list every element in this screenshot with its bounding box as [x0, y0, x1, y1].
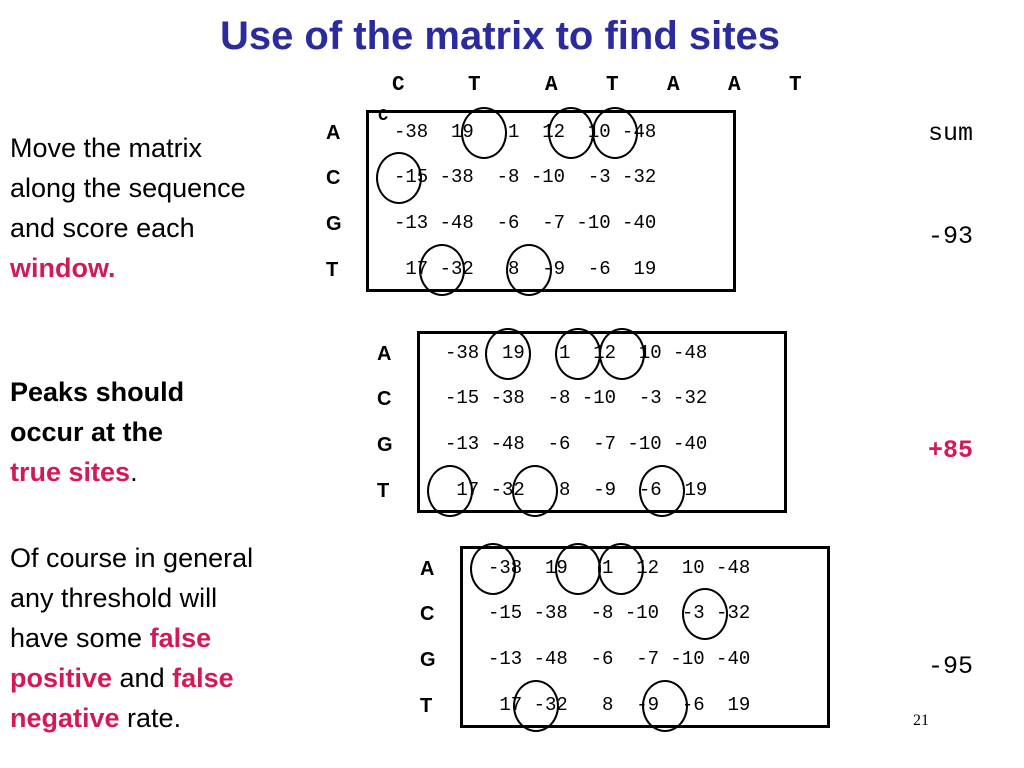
sequence-base: C: [392, 74, 405, 97]
matrix-row-g: -13 -48 -6 -7 -10 -40: [394, 212, 657, 234]
row-label-a: A: [326, 122, 341, 144]
text-line: Of course in general: [10, 543, 254, 573]
text-fragment: have some: [10, 623, 150, 653]
page-title: Use of the matrix to find sites: [219, 14, 781, 58]
circle-mark: [506, 244, 552, 296]
circle-mark: [682, 588, 728, 640]
highlight-positive: positive: [10, 663, 113, 693]
row-label-g: G: [326, 213, 342, 235]
text-line: along the sequence: [10, 173, 246, 203]
explanation-paragraph-2: Peaks should occur at the true sites.: [10, 372, 184, 492]
sequence-base: T: [606, 74, 619, 97]
highlight-negative: negative: [10, 703, 120, 733]
row-label-c: C: [326, 167, 341, 189]
circle-mark: [599, 328, 645, 380]
circle-mark: [427, 465, 473, 517]
circle-mark: [592, 107, 638, 159]
sequence-base: T: [789, 74, 802, 97]
circle-mark: [555, 543, 601, 595]
circle-mark: [512, 465, 558, 517]
circle-mark: [470, 543, 516, 595]
matrix-row-g: -13 -48 -6 -7 -10 -40: [488, 648, 751, 670]
text-line: any threshold will: [10, 583, 218, 613]
row-label-t: T: [326, 259, 339, 281]
text-fragment: rate.: [119, 703, 182, 733]
circle-mark: [376, 152, 422, 204]
text-fragment: and: [112, 663, 173, 693]
matrix-row-c: -15 -38 -8 -10 -3 -32: [445, 387, 708, 409]
highlight-false: false: [149, 623, 212, 653]
highlight-false: false: [172, 663, 234, 693]
sequence-base: T: [468, 74, 481, 97]
row-label-t: T: [420, 695, 433, 717]
highlight-window: window.: [10, 253, 116, 283]
score-window-1: -93: [928, 222, 974, 251]
score-window-3: -95: [928, 652, 974, 681]
text-line: occur at the: [10, 417, 164, 447]
page-number: 21: [913, 712, 929, 729]
circle-mark: [419, 244, 465, 296]
score-window-2: +85: [928, 436, 974, 465]
circle-mark: [642, 680, 688, 732]
row-label-a: A: [377, 343, 392, 365]
circle-mark: [485, 328, 531, 380]
sequence-base: A: [728, 74, 741, 97]
row-label-t: T: [377, 480, 390, 502]
row-label-c: C: [377, 388, 392, 410]
explanation-paragraph-1: Move the matrix along the sequence and s…: [10, 128, 246, 288]
matrix-box: [460, 546, 830, 728]
row-label-a: A: [420, 558, 435, 580]
circle-mark: [639, 465, 685, 517]
circle-mark: [598, 543, 644, 595]
sum-label: sum: [928, 119, 974, 148]
row-label-g: G: [377, 434, 393, 456]
row-label-c: C: [420, 603, 435, 625]
explanation-paragraph-3: Of course in general any threshold will …: [10, 538, 253, 738]
circle-mark: [555, 328, 601, 380]
sequence-base: C: [378, 107, 389, 126]
circle-mark: [513, 680, 559, 732]
sequence-base: A: [545, 74, 558, 97]
text-period: .: [130, 457, 138, 487]
row-label-g: G: [420, 649, 436, 671]
sequence-base: A: [667, 74, 680, 97]
matrix-box: [417, 331, 787, 513]
matrix-row-c: -15 -38 -8 -10 -3 -32: [394, 166, 657, 188]
text-line: Move the matrix: [10, 133, 203, 163]
dna-sequence: C T A T A A T C: [370, 74, 810, 134]
matrix-row-g: -13 -48 -6 -7 -10 -40: [445, 433, 708, 455]
circle-mark: [548, 107, 594, 159]
text-line: Peaks should: [10, 377, 185, 407]
matrix-box: [366, 110, 736, 292]
circle-mark: [461, 107, 507, 159]
text-line: and score each: [10, 213, 195, 243]
highlight-true-sites: true sites: [10, 457, 131, 487]
